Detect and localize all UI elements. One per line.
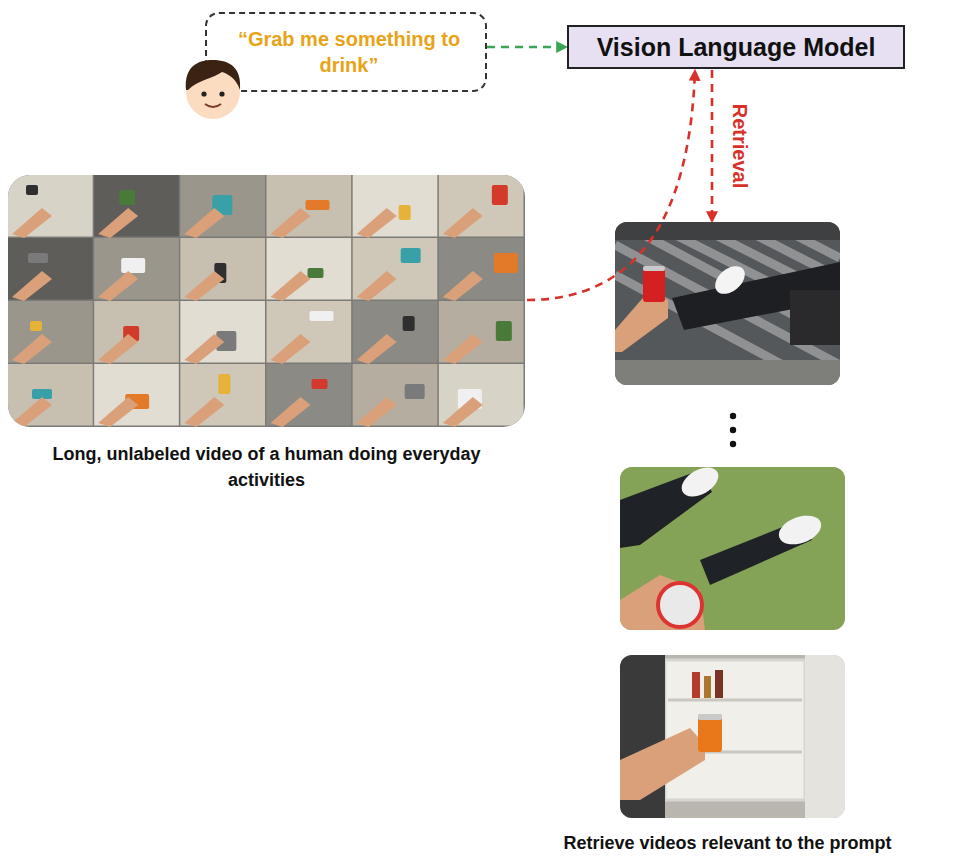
video-collage-frames (12, 334, 52, 364)
person-icon (201, 91, 206, 96)
fridge-photo (668, 699, 802, 702)
video-collage-frames (30, 321, 42, 331)
video-collage-frames (443, 397, 483, 427)
grass-photo (658, 583, 702, 627)
grass-photo (620, 575, 705, 630)
fridge-photo (698, 714, 722, 752)
retrieval-caption: Retrieve videos relevant to the prompt (563, 830, 891, 856)
person-icon (186, 60, 240, 90)
video-collage: Long, unlabeled video of a human doing e… (8, 175, 525, 427)
bench-photo (615, 360, 840, 385)
video-collage-frames (310, 311, 334, 321)
video-collage-frames (399, 205, 411, 220)
grass-photo (620, 467, 845, 630)
video-collage-frames (357, 334, 397, 364)
bench-photo (615, 222, 840, 385)
grass-photo (677, 467, 724, 502)
video-collage-frames (494, 253, 518, 273)
video-collage-frames (184, 271, 224, 301)
collage-caption: Long, unlabeled video of a human doing e… (47, 441, 487, 493)
video-collage-frames (8, 175, 525, 427)
video-collage-frames (306, 200, 330, 210)
video-collage-frames (98, 208, 138, 238)
video-collage-frames (184, 334, 224, 364)
video-collage-frames (357, 208, 397, 238)
video-collage-frames (98, 397, 138, 427)
video-collage-frames (119, 190, 135, 205)
video-collage-frames (308, 268, 324, 278)
bench-photo (615, 245, 840, 365)
model-name: Vision Language Model (597, 33, 876, 62)
person-icon (178, 54, 248, 124)
video-collage-frames (98, 271, 138, 301)
video-collage-frames (443, 271, 483, 301)
grass-photo (620, 467, 845, 630)
fridge-photo (692, 672, 700, 698)
person-icon (219, 91, 224, 96)
video-collage-frames (271, 334, 311, 364)
retrieval-arrow (711, 70, 714, 222)
video-collage-frames (271, 208, 311, 238)
video-collage-frames (405, 384, 425, 399)
fridge-photo (620, 655, 845, 818)
video-collage-frames (12, 271, 52, 301)
video-collage-frames (26, 185, 38, 195)
video-collage-frames (218, 374, 230, 394)
video-collage-frames (28, 253, 48, 263)
video-collage-frames (492, 185, 508, 205)
prompt-arrow (487, 46, 567, 49)
video-collage-frames (401, 248, 421, 263)
fridge-photo (704, 676, 711, 698)
bench-photo (710, 261, 750, 300)
video-collage-frames (271, 271, 311, 301)
video-collage-frames (184, 208, 224, 238)
video-collage-frames (12, 397, 52, 427)
prompt-text: “Grab me something to drink” (229, 26, 469, 78)
fridge-photo (620, 728, 705, 800)
video-collage-frames (443, 208, 483, 238)
video-collage-frames (496, 321, 512, 341)
bench-photo (615, 222, 840, 385)
retrieved-clips: Retrieve videos relevant to the prompt (615, 222, 840, 818)
bench-photo (643, 266, 665, 271)
grass-photo (658, 583, 702, 627)
video-collage-frames (443, 334, 483, 364)
fridge-photo (620, 655, 845, 818)
grass-photo (775, 510, 825, 549)
ellipsis-dots (730, 413, 736, 447)
fridge-photo (805, 655, 845, 818)
fridge-photo (698, 714, 722, 720)
video-collage-frames (271, 397, 311, 427)
model-box: Vision Language Model (567, 25, 905, 69)
ellipsis-dots (730, 413, 736, 419)
person-icon (205, 104, 221, 107)
video-collage-frames (312, 379, 328, 389)
grass-photo (620, 467, 845, 630)
video-collage-frames (12, 208, 52, 238)
video-input-arrow (527, 70, 695, 300)
bench-photo (615, 222, 840, 240)
video-collage-frames (98, 334, 138, 364)
video-collage-frames (357, 271, 397, 301)
fridge-photo (715, 670, 723, 698)
video-collage-frames (184, 397, 224, 427)
bench-photo (643, 266, 665, 302)
edge-label: Retrieval (728, 100, 751, 191)
ellipsis-dots (730, 427, 736, 433)
speech-bubble: “Grab me something to drink” (205, 12, 487, 92)
video-collage-frames (403, 316, 415, 331)
video-collage-frames (121, 258, 145, 273)
ellipsis-dots (730, 441, 736, 447)
video-collage-frames (357, 397, 397, 427)
video-collage-frames (8, 175, 525, 427)
bench-photo (615, 222, 840, 385)
bench-photo (790, 290, 840, 345)
